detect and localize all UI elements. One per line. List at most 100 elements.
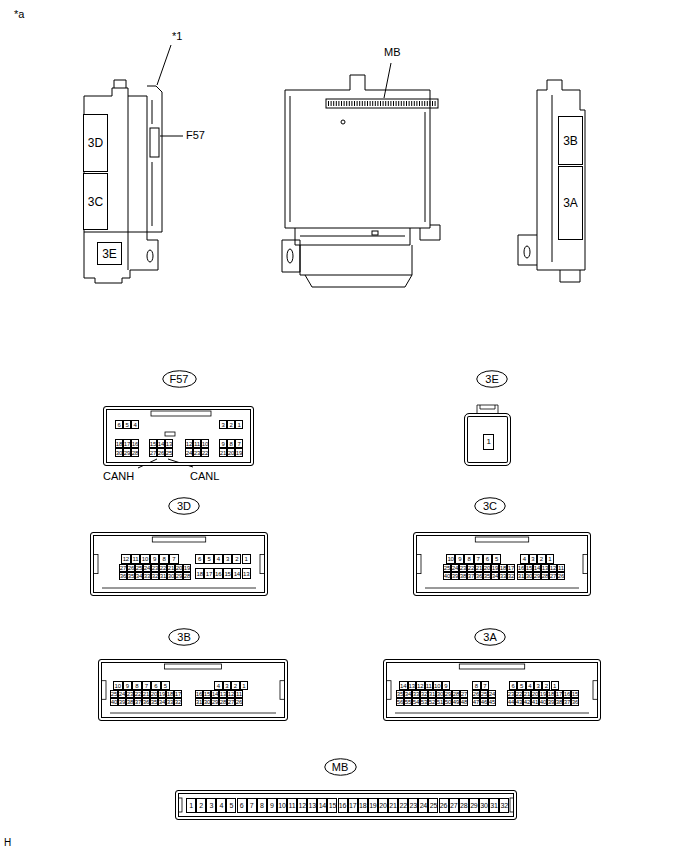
pin-number: 27 <box>550 573 556 579</box>
pin-number: 12 <box>298 802 305 809</box>
pin-number: 8 <box>467 556 470 562</box>
pin-number: 21 <box>143 691 149 697</box>
junction-block-front-view <box>420 225 440 240</box>
pin-number: 7 <box>145 683 148 689</box>
pin-number: 23 <box>410 802 417 809</box>
pin-cell: 1 <box>546 554 555 564</box>
pin-number: 25 <box>111 691 117 697</box>
pin-number: 9 <box>153 556 156 562</box>
pin-cell: 34 <box>135 572 143 580</box>
pin-number: 33 <box>413 691 419 697</box>
pin-number: 29 <box>176 573 182 579</box>
connector-face: 1211109876543212726252423222120191817161… <box>90 532 268 596</box>
pin-number: 9 <box>458 556 461 562</box>
pin-cell: 2 <box>542 681 550 690</box>
pin-cell: 13 <box>165 439 173 448</box>
pin-cell: 29 <box>175 572 183 580</box>
pin-number: 1 <box>242 683 245 689</box>
pin-number: 8 <box>135 683 138 689</box>
figure-mark: H <box>4 838 11 848</box>
pin-cell: 13 <box>307 798 317 813</box>
pin-number: 8 <box>475 683 478 689</box>
pin-number: 5 <box>207 556 210 562</box>
pin-number: 12 <box>186 441 192 447</box>
connector-code: 3B <box>563 135 578 147</box>
pin-number: 27 <box>150 450 156 456</box>
pin-number: 34 <box>159 699 165 705</box>
junction-block-front-view <box>287 249 293 263</box>
pin-cell: 5 <box>517 681 525 690</box>
pin-cell: 35 <box>483 572 491 580</box>
pin-number: 31 <box>490 802 497 809</box>
connector-tag: 3B <box>168 628 200 646</box>
pin-number: 45 <box>489 699 495 705</box>
pin-number: 36 <box>143 699 149 705</box>
pin-cell: 55 <box>404 698 412 706</box>
pin-cell: 11 <box>557 564 565 572</box>
connector-tag: 3E <box>476 370 508 388</box>
pin-number: 48 <box>461 699 467 705</box>
pin-number: 19 <box>540 691 546 697</box>
pin-cell: 4 <box>214 681 223 690</box>
connector-face-detail <box>510 798 514 812</box>
pin-cell: 6 <box>483 554 492 564</box>
pin-cell: 25 <box>165 448 173 457</box>
pin-cell: 20 <box>150 690 158 698</box>
pin-number: 50 <box>445 699 451 705</box>
junction-block-front-view <box>300 236 405 237</box>
pin-number: 9 <box>126 683 129 689</box>
pin-number: 23 <box>152 565 158 571</box>
pin-number: 3 <box>221 422 224 428</box>
pin-number: 14 <box>534 565 540 571</box>
connector-face: 1098765432125242322212019181716151413121… <box>413 532 591 596</box>
junction-block-front-view <box>295 228 410 245</box>
pin-cell: 21 <box>142 690 150 698</box>
pin-cell: 10 <box>446 554 455 564</box>
connector-outline: 3B <box>558 116 583 165</box>
pin-cell: 27 <box>227 698 235 706</box>
pin-cell: 11 <box>193 439 201 448</box>
connector-code: 3C <box>88 196 103 208</box>
junction-block-side-view <box>150 128 159 157</box>
pin-number: 37 <box>564 699 570 705</box>
pin-cell: 44 <box>507 698 515 706</box>
pin-cell: 37 <box>467 572 475 580</box>
pin-cell: 7 <box>247 798 257 813</box>
junction-block-front-view <box>326 99 438 108</box>
pin-cell: 31 <box>489 798 499 813</box>
pin-number: 19 <box>159 691 165 697</box>
pin-cell: 5 <box>492 554 501 564</box>
pin-cell: 4 <box>131 420 139 429</box>
pin-number: 22 <box>468 565 474 571</box>
pin-cell: 10 <box>277 798 287 813</box>
pin-number: 30 <box>480 802 487 809</box>
connector-code: 3D <box>88 137 103 149</box>
connector-tag: 3D <box>168 497 200 515</box>
pin-cell: 1 <box>186 798 196 813</box>
pin-cell: 12 <box>185 439 193 448</box>
pin-number: 13 <box>409 683 415 689</box>
pin-number: 11 <box>426 683 432 689</box>
pin-cell: 12 <box>121 554 131 564</box>
pin-number: 28 <box>453 691 459 697</box>
pin-number: 13 <box>220 691 226 697</box>
pin-number: 8 <box>260 802 264 809</box>
pin-cell: 29 <box>533 572 541 580</box>
pin-cell: 28 <box>183 572 191 580</box>
pin-cell: 40 <box>110 698 118 706</box>
pin-cell: 34 <box>491 572 499 580</box>
connector-outline: 3E <box>97 242 122 265</box>
pin-cell: 46 <box>480 698 488 706</box>
pin-cell: 24 <box>451 564 459 572</box>
junction-block-right-view <box>560 270 580 282</box>
pin-number: 19 <box>184 565 190 571</box>
pin-cell: 4 <box>214 554 223 564</box>
connector-tag: 3C <box>474 497 506 515</box>
pin-number: 15 <box>572 691 578 697</box>
pin-cell: 39 <box>118 698 126 706</box>
pin-number: 15 <box>204 691 210 697</box>
pin-cell: 26 <box>439 798 449 813</box>
pin-cell: 14 <box>399 681 408 690</box>
pin-number: 56 <box>397 699 403 705</box>
pin-cell: 3 <box>219 420 227 429</box>
